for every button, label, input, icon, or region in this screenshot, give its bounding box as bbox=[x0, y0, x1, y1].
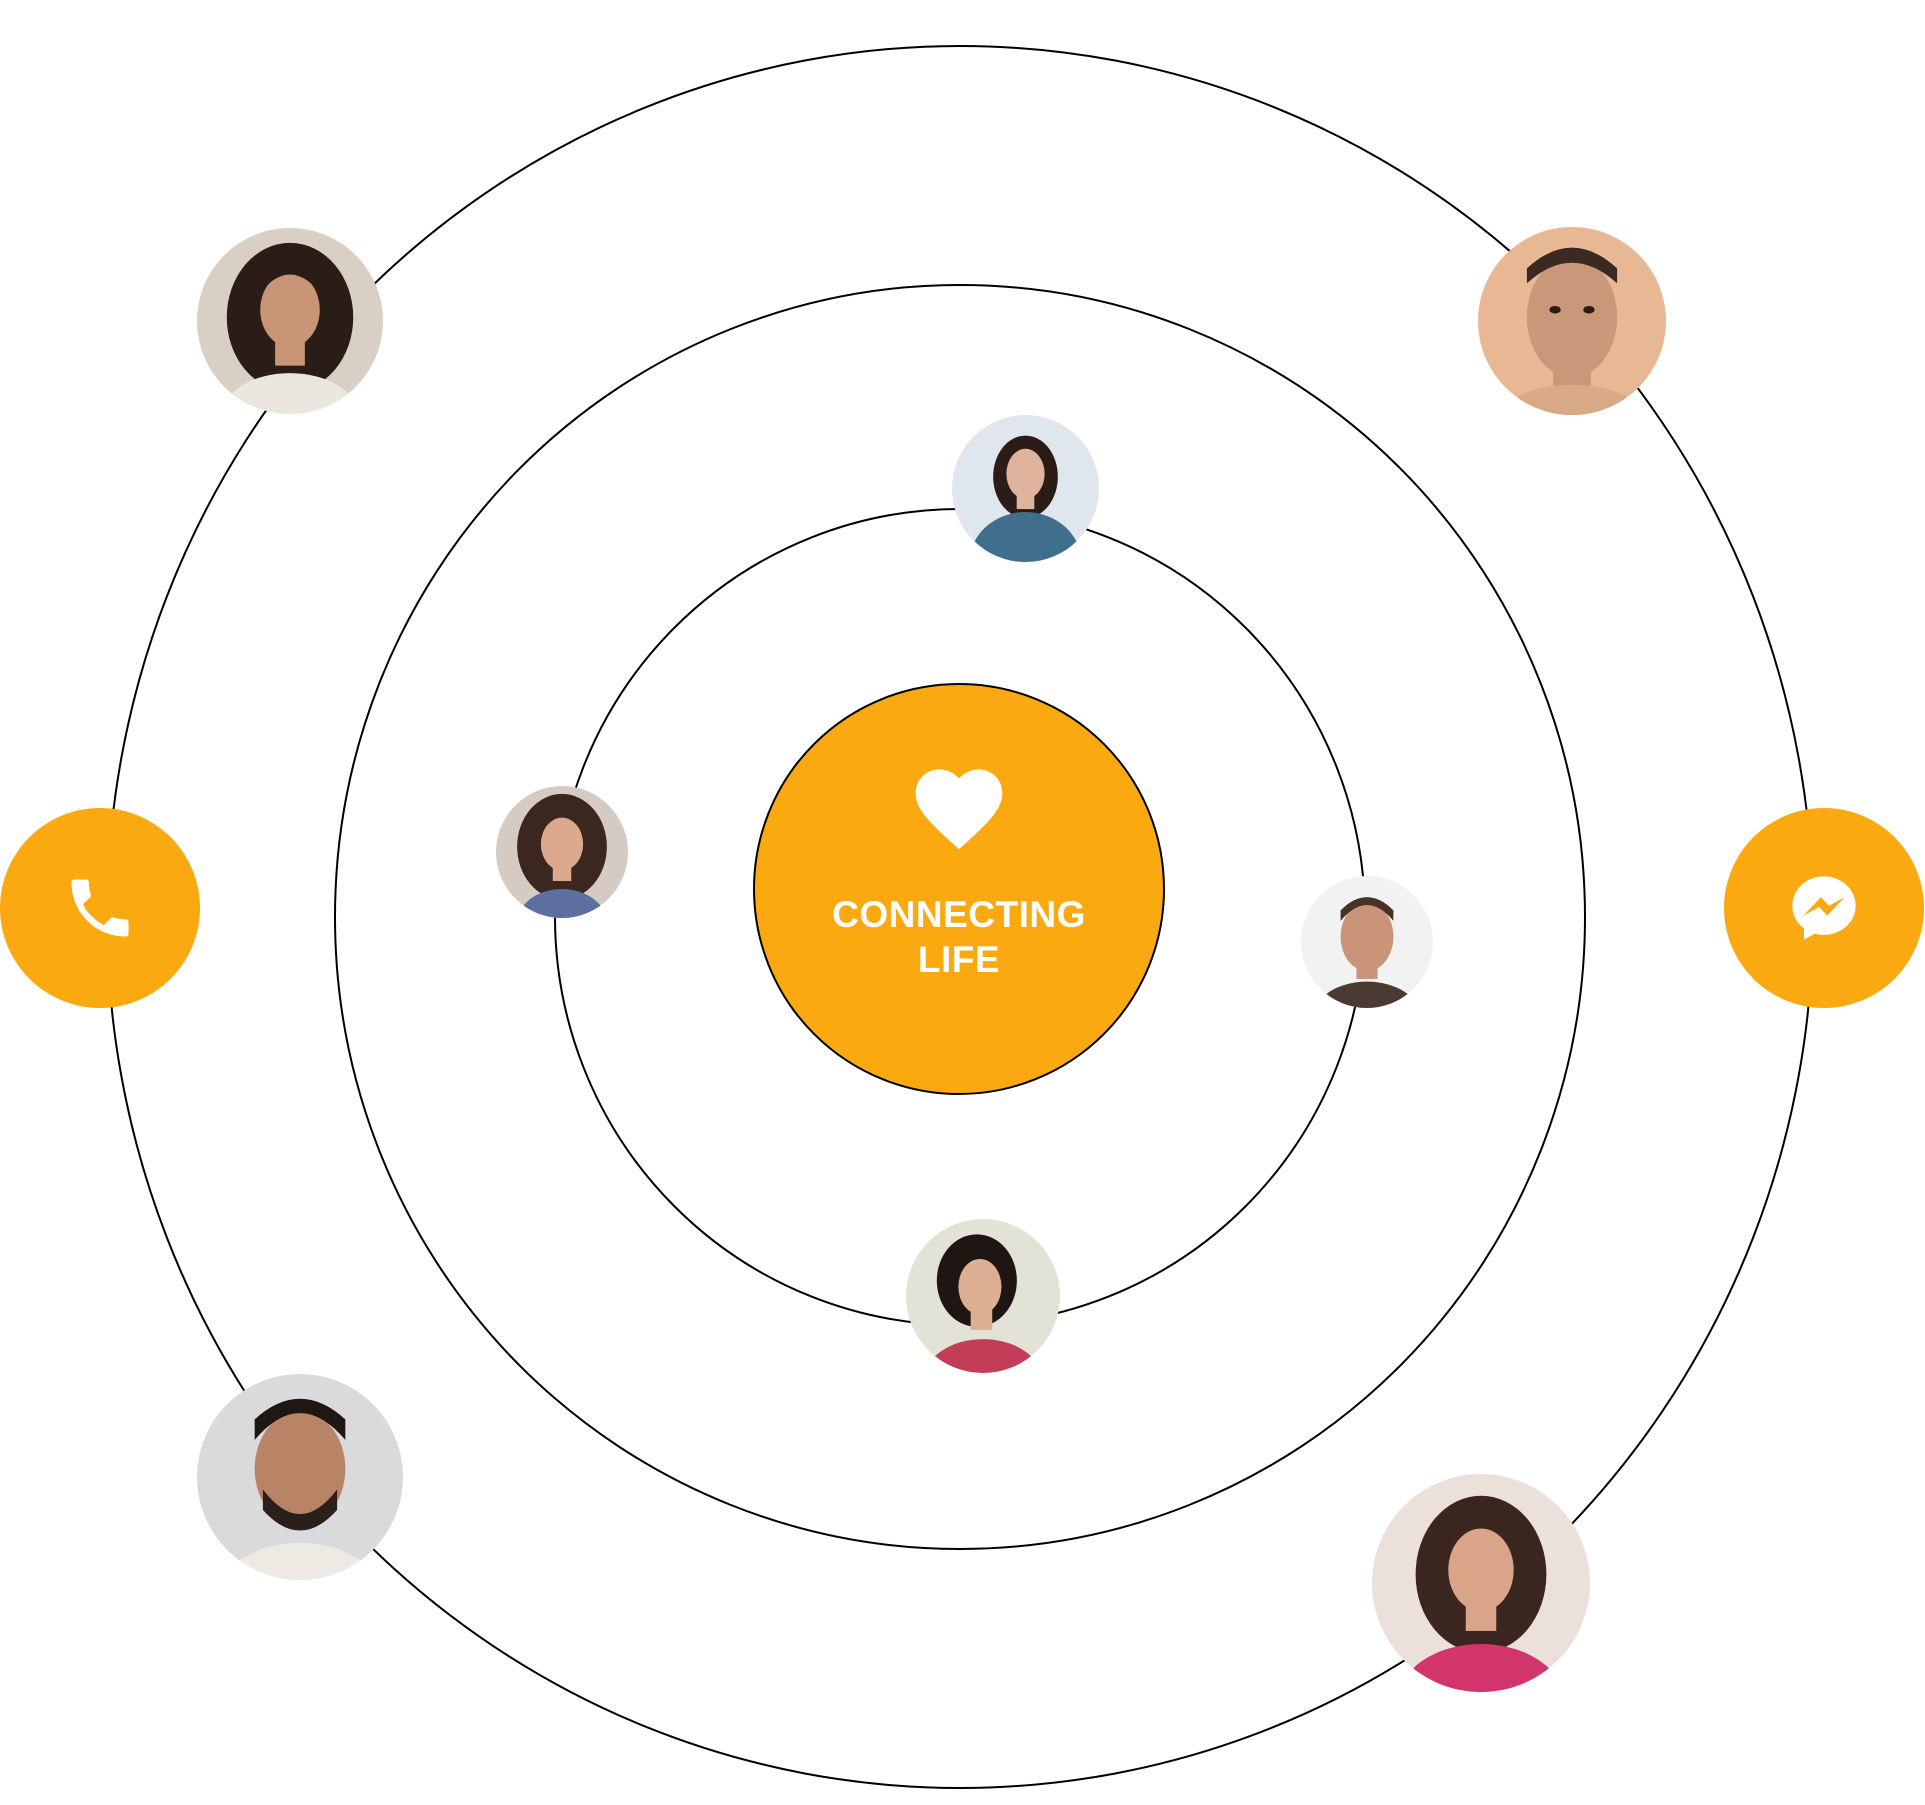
profile-man-top-right[interactable] bbox=[1478, 227, 1666, 415]
profile-woman-inner-bottom[interactable] bbox=[906, 1219, 1060, 1373]
portrait-image bbox=[1372, 1474, 1590, 1692]
middle-ring bbox=[334, 284, 1586, 1550]
messenger-icon bbox=[1792, 876, 1856, 940]
profile-woman-inner-left[interactable] bbox=[496, 786, 628, 918]
hub-label: CONNECTING LIFE bbox=[819, 892, 1099, 982]
portrait-image bbox=[1478, 227, 1666, 415]
hub-label-line2: LIFE bbox=[917, 939, 1001, 980]
center-hub: CONNECTING LIFE bbox=[753, 683, 1165, 1095]
messenger-button[interactable] bbox=[1724, 808, 1924, 1008]
portrait-image bbox=[1301, 876, 1433, 1008]
heart-icon bbox=[915, 769, 1003, 850]
hub-label-line1: CONNECTING bbox=[832, 894, 1086, 935]
portrait-image bbox=[906, 1219, 1060, 1373]
profile-woman-inner-top[interactable] bbox=[952, 415, 1099, 562]
phone-icon bbox=[71, 879, 129, 937]
portrait-image bbox=[496, 786, 628, 918]
portrait-image bbox=[197, 1374, 403, 1580]
portrait-image bbox=[197, 228, 383, 414]
profile-man-inner-right[interactable] bbox=[1301, 876, 1433, 1008]
portrait-image bbox=[952, 415, 1099, 562]
call-button[interactable] bbox=[0, 808, 200, 1008]
profile-man-bottom-left[interactable] bbox=[197, 1374, 403, 1580]
profile-woman-top-left[interactable] bbox=[197, 228, 383, 414]
profile-woman-bottom-right[interactable] bbox=[1372, 1474, 1590, 1692]
